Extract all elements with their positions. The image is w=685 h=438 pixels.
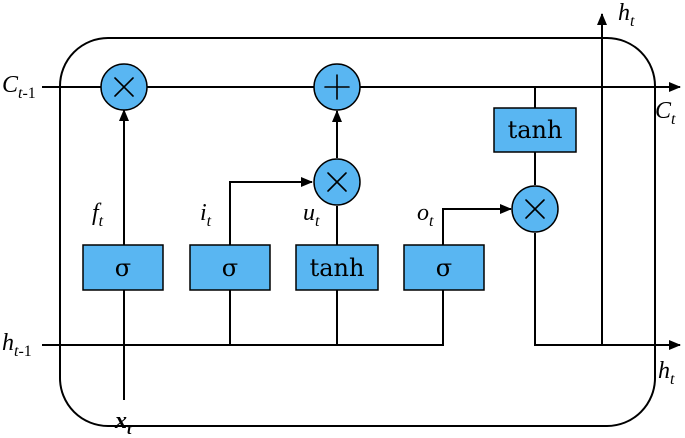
cell-add-icon: [313, 63, 361, 111]
candidate-signal-label: ut: [303, 200, 320, 230]
forget-gate-label: σ: [115, 254, 131, 282]
forget-gate-signal-label: ft: [92, 200, 104, 230]
candidate-box: [295, 244, 379, 291]
input-gate-to-multiply: [229, 177, 313, 245]
cell-boundary: [59, 37, 656, 427]
input-gate-box: [189, 244, 271, 291]
h-prev-label: ht-1: [2, 330, 32, 360]
h-output-right-label: ht: [658, 358, 675, 388]
forget-gate-box: [82, 244, 164, 291]
output-multiply-icon: [511, 185, 559, 233]
hidden-input-line: [42, 280, 444, 346]
input-gate-label: σ: [222, 254, 238, 282]
c-prev-label: Ct-1: [2, 72, 36, 102]
hidden-output-line: [534, 233, 681, 350]
h-output-top-label: ht: [618, 0, 635, 30]
output-gate-signal-label: ot: [417, 200, 434, 230]
output-gate-label: σ: [436, 254, 452, 282]
cell-tanh-label: tanh: [508, 116, 563, 144]
output-gate-box: [403, 244, 485, 291]
x-input-label: xt: [114, 408, 132, 438]
candidate-label: tanh: [310, 254, 365, 282]
forget-multiply-icon: [100, 63, 148, 111]
cell-tanh-box: [493, 107, 577, 153]
c-next-label: Ct: [655, 98, 676, 128]
output-gate-to-multiply: [442, 204, 512, 245]
input-gate-signal-label: it: [200, 200, 212, 230]
input-multiply-icon: [313, 158, 361, 206]
